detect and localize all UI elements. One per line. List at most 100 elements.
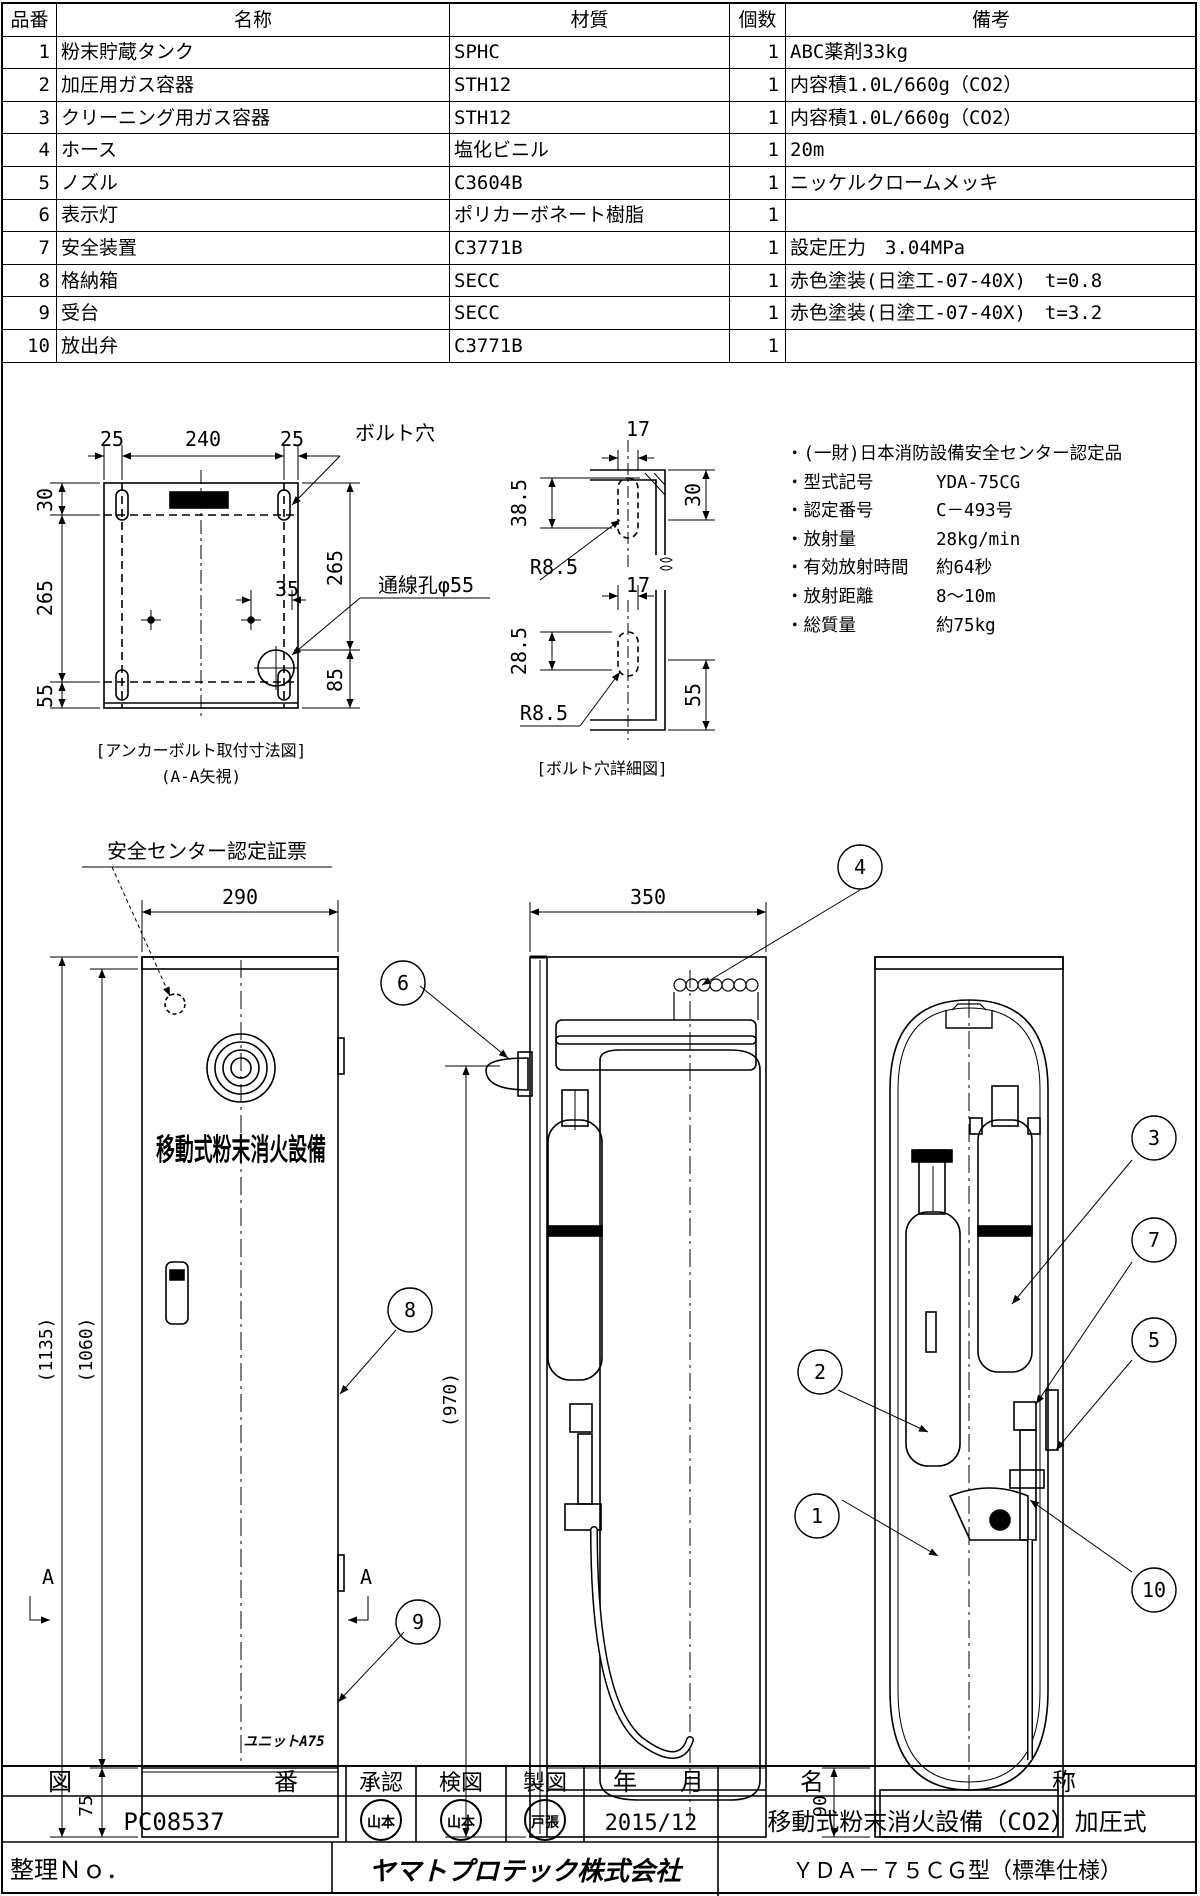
part-name: ノズル (56, 165, 450, 200)
part-material: C3604B (449, 165, 730, 200)
spec-key: ・認定番号 (786, 501, 874, 522)
radius-label-1: R8.5 (530, 555, 578, 579)
stamp-draw: 戸張 (531, 1815, 560, 1831)
dim-1135: (1135) (36, 1317, 57, 1382)
stamp-check: 山本 (447, 1814, 476, 1831)
spec-row: ・(一財)日本消防設備安全センター認定品 (786, 440, 1122, 469)
part-name: ホース (56, 133, 450, 167)
part-qty: 1 (729, 100, 786, 135)
part-name: クリーニング用ガス容器 (56, 100, 450, 135)
part-qty: 1 (729, 35, 786, 70)
part-material: SECC (449, 296, 730, 330)
part-no: 4 (2, 133, 57, 167)
spec-row: ・放射距離 8～10m (786, 583, 1122, 612)
dim-25-left: 25 (100, 427, 124, 451)
dim-1060: (1060) (76, 1317, 97, 1382)
spec-value: 約75kg (936, 615, 996, 636)
part-name: 粉末貯蔵タンク (56, 35, 450, 70)
part-no: 7 (2, 231, 57, 265)
spec-key: ・放射量 (786, 529, 856, 550)
dim-17-bottom: 17 (626, 573, 650, 597)
part-no: 1 (2, 35, 57, 70)
balloon-10: 10 (1142, 1578, 1166, 1602)
part-qty: 1 (729, 133, 786, 167)
dim-30-left: 30 (33, 488, 57, 512)
spec-key: ・放射距離 (786, 586, 874, 607)
part-material: STH12 (449, 68, 730, 102)
drawing-number: PC08537 (123, 1808, 224, 1836)
part-name: 表示灯 (56, 198, 450, 233)
part-no: 6 (2, 198, 57, 233)
spec-value: 28kg/min (936, 529, 1021, 550)
tb-header-name: 名 (800, 1768, 824, 1796)
part-note: 赤色塗装(日塗工-07-40X) t=0.8 (785, 263, 1197, 298)
side-view (419, 889, 861, 1838)
model-name: ＹＤＡ－７５ＣＧ型（標準仕様） (792, 1859, 1122, 1884)
part-note: 内容積1.0L/660g（CO2） (785, 68, 1197, 102)
balloon-5: 5 (1148, 1328, 1160, 1352)
tb-header-draw: 製図 (523, 1771, 567, 1796)
spec-row: ・放射量 28kg/min (786, 526, 1122, 555)
company-name: ヤマトプロテック株式会社 (369, 1857, 684, 1887)
dim-17-top: 17 (626, 417, 650, 441)
part-material: ポリカーボネート樹脂 (449, 198, 730, 233)
dim-25-right: 25 (280, 427, 304, 451)
cert-label: 安全センター認定証票 (107, 839, 307, 863)
part-name: 格納箱 (56, 263, 450, 298)
front-body-text: 移動式粉末消火設備 (156, 1133, 326, 1168)
spec-key: ・有効放射時間 (786, 558, 909, 579)
drawing-date: 2015/12 (605, 1811, 698, 1836)
balloon-4: 4 (854, 855, 866, 879)
part-qty: 1 (729, 296, 786, 330)
balloon-2: 2 (814, 1360, 826, 1384)
part-note: 内容積1.0L/660g（CO2） (785, 100, 1197, 135)
front-view (29, 866, 405, 1838)
part-qty: 1 (729, 68, 786, 102)
part-note (785, 198, 1197, 233)
seiri-no: 整理Ｎｏ． (10, 1856, 130, 1884)
part-note: ABC薬剤33kg (785, 35, 1197, 70)
balloon-1: 1 (811, 1504, 823, 1528)
inner-view (822, 956, 1133, 1838)
dim-265-right: 265 (323, 550, 347, 586)
balloon-circles (380, 844, 1177, 1645)
tb-header-title: 称 (1052, 1768, 1076, 1796)
tb-header-approve: 承認 (359, 1771, 403, 1796)
spec-value: C－493号 (936, 501, 1014, 522)
stamp-approve: 山本 (367, 1814, 396, 1831)
parts-table-header: 品番 名称 材質 個数 備考 (2, 3, 1197, 37)
anchor-bolt-view (50, 445, 490, 720)
spec-row: ・総質量約75kg (786, 612, 1122, 641)
dim-90: 90 (810, 1795, 831, 1817)
spec-value: YDA-75CG (936, 472, 1021, 493)
part-note: 20m (785, 133, 1197, 167)
radius-label-2: R8.5 (520, 701, 568, 725)
part-note: 設定圧力 3.04MPa (785, 231, 1197, 265)
header-name: 名称 (56, 3, 450, 37)
part-no: 3 (2, 100, 57, 135)
balloon-8: 8 (404, 1298, 416, 1322)
spec-row: ・有効放射時間約64秒 (786, 554, 1122, 583)
spec-key: ・(一財)日本消防設備安全センター認定品 (786, 444, 1123, 464)
part-name: 加圧用ガス容器 (56, 68, 450, 102)
spec-value: 8～10m (936, 586, 996, 607)
tb-header-ban: 番 (274, 1768, 298, 1796)
balloon-9: 9 (412, 1610, 424, 1634)
balloon-6: 6 (397, 971, 409, 995)
part-material: C3771B (449, 328, 730, 363)
part-name: 受台 (56, 296, 450, 330)
front-logo: ユニットA75 (243, 1734, 324, 1750)
dim-28-5: 28.5 (507, 627, 531, 675)
header-qty: 個数 (729, 3, 786, 37)
header-material: 材質 (449, 3, 730, 37)
part-no: 2 (2, 68, 57, 102)
section-arrow-a-right: A (360, 1565, 372, 1589)
dim-38-5: 38.5 (507, 479, 531, 527)
